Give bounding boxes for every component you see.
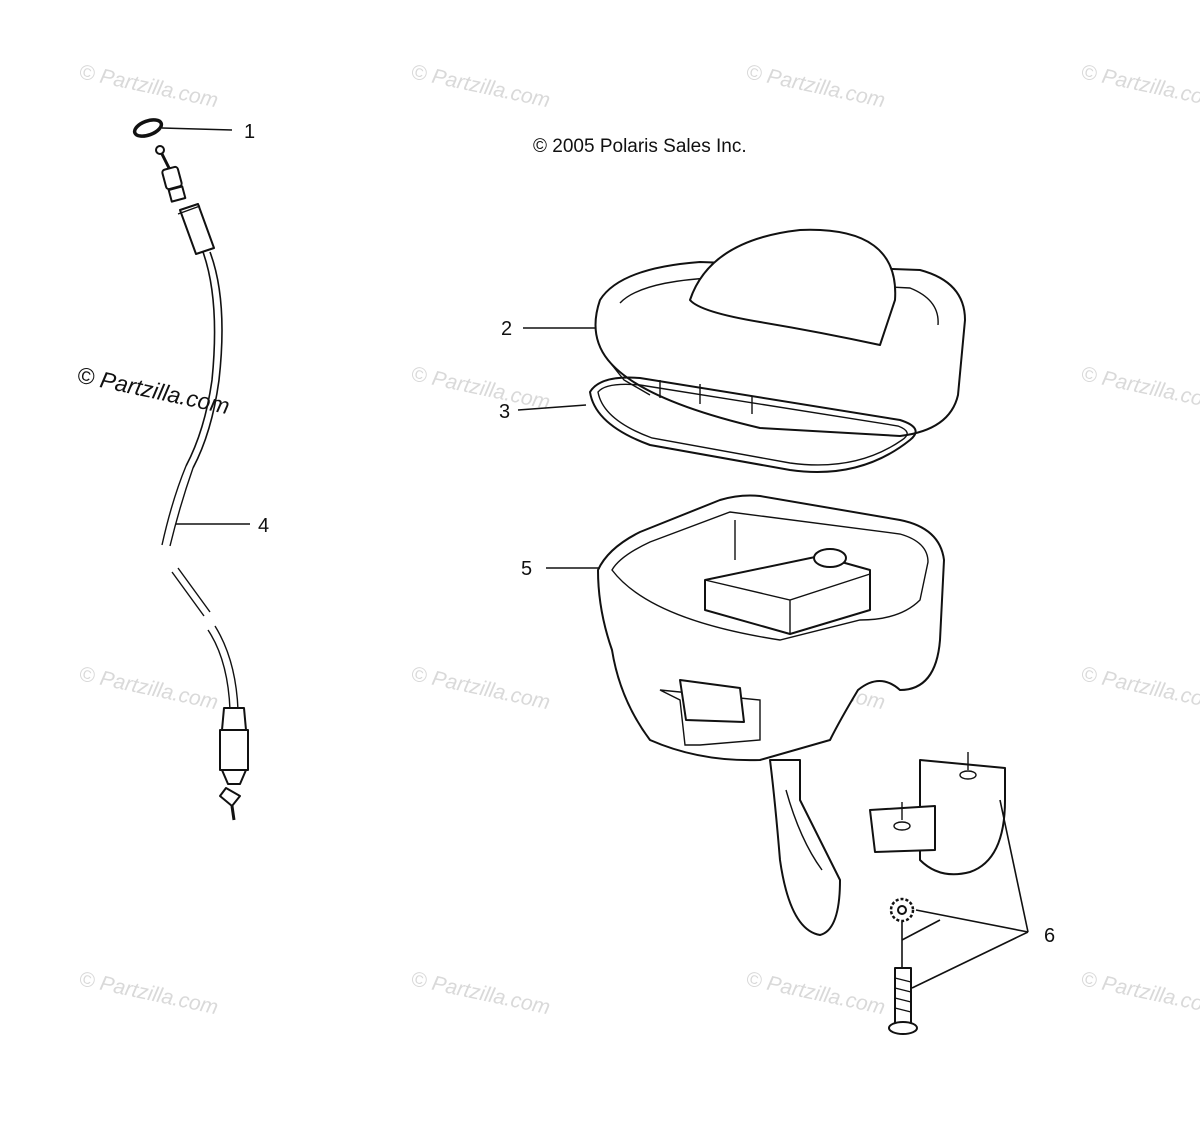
- part-5-throttle-housing: [597, 494, 945, 936]
- watermark: © Partzilla.com: [77, 60, 220, 112]
- callout-5: 5: [521, 558, 532, 580]
- callout-4: 4: [258, 515, 269, 537]
- watermark: © Partzilla.com: [744, 967, 887, 1019]
- watermark: © Partzilla.com: [409, 662, 552, 714]
- part-3-gasket: [588, 376, 917, 473]
- part-6-clamp-assembly: [869, 752, 1006, 1035]
- part-1-o-ring: [132, 118, 164, 138]
- watermark: © Partzilla.com: [409, 60, 552, 112]
- copyright-text: © 2005 Polaris Sales Inc.: [533, 136, 747, 157]
- leader-lines: [161, 127, 1029, 989]
- watermark-prominent: © Partzilla.com: [75, 361, 232, 419]
- watermark: © Partzilla.com: [77, 967, 220, 1019]
- watermark: © Partzilla.com: [409, 362, 552, 414]
- part-4-throttle-cable: [155, 145, 249, 821]
- watermark: © Partzilla.com: [1079, 362, 1200, 414]
- callout-labels: 1 2 3 4 5 6: [244, 121, 1055, 947]
- callout-6: 6: [1044, 925, 1055, 947]
- watermark: © Partzilla.com: [1079, 662, 1200, 714]
- watermark: © Partzilla.com: [77, 662, 220, 714]
- callout-3: 3: [499, 401, 510, 423]
- callout-2: 2: [501, 318, 512, 340]
- watermark: © Partzilla.com: [744, 60, 887, 112]
- watermark: © Partzilla.com: [1079, 967, 1200, 1019]
- watermark: © Partzilla.com: [1079, 60, 1200, 112]
- part-2-housing-cover: [594, 228, 966, 437]
- callout-1: 1: [244, 121, 255, 143]
- watermark: © Partzilla.com: [409, 967, 552, 1019]
